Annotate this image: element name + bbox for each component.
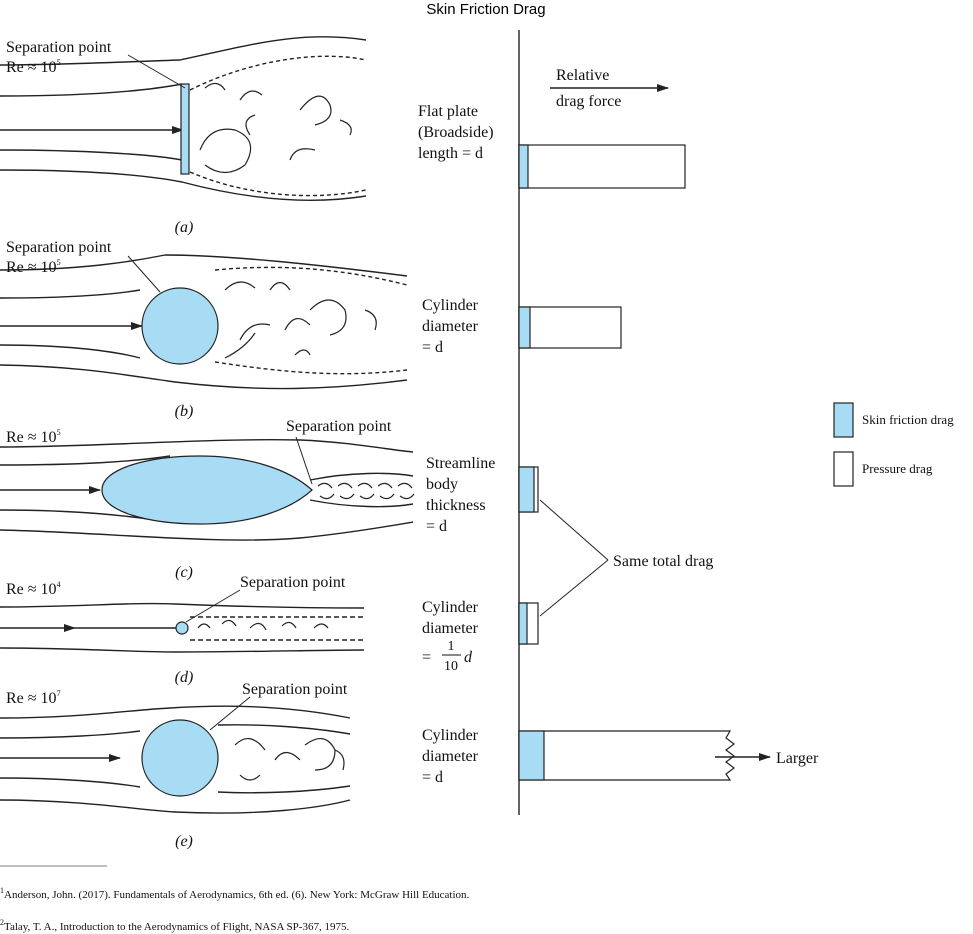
body-label-b-3: = d [422, 339, 443, 356]
skin-friction-bar-d [518, 602, 528, 645]
body-label-d-eq: = [422, 649, 431, 666]
same-total-leader-1 [539, 499, 609, 561]
panel-c-flow-diagram: Re ≈ 105 Separation point (c) [0, 418, 415, 581]
caption-b: (b) [175, 403, 194, 420]
panel-b-flow-diagram: Separation point Re ≈ 105 (b) [0, 239, 408, 420]
footnotes: 1Anderson, John. (2017). Fundamentals of… [0, 865, 470, 933]
separation-leader-d [185, 589, 241, 623]
separation-label-c: Separation point [286, 418, 392, 435]
body-label-d-1: Cylinder [422, 599, 479, 616]
axis-label-2: drag force [556, 93, 621, 110]
skin-friction-bar-a [518, 144, 529, 189]
panel-e-flow-diagram: Re ≈ 107 Separation point (e) [0, 681, 351, 850]
reynolds-label-a: Re ≈ 105 [6, 58, 61, 76]
figure-title: Skin Friction Drag [426, 1, 545, 18]
separation-label-d: Separation point [240, 574, 346, 591]
separation-label-e: Separation point [242, 681, 348, 698]
body-label-e-2: diameter [422, 748, 479, 765]
panel-a-flow-diagram: Separation point Re ≈ 105 (a) [0, 36, 367, 236]
body-label-d-num: 1 [448, 639, 455, 654]
caption-d: (d) [175, 669, 194, 686]
footnote-1: 1Anderson, John. (2017). Fundamentals of… [0, 886, 470, 901]
body-label-a-1: Flat plate [418, 103, 478, 120]
body-label-c-1: Streamline [426, 455, 495, 472]
legend: Skin friction drag Pressure drag [833, 402, 954, 487]
separation-leader-b [127, 255, 161, 293]
separation-leader-c [295, 436, 313, 485]
cylinder-shape-b [141, 287, 219, 365]
body-label-b-2: diameter [422, 318, 479, 335]
body-label-e-1: Cylinder [422, 727, 479, 744]
body-label-c-2: body [426, 476, 458, 493]
legend-label-skin: Skin friction drag [862, 412, 954, 427]
caption-a: (a) [175, 219, 194, 236]
separation-label-a: Separation point [6, 39, 112, 56]
caption-c: (c) [175, 564, 193, 581]
legend-swatch-skin [833, 402, 854, 438]
skin-friction-bar-b [518, 306, 531, 349]
legend-label-pressure: Pressure drag [862, 461, 933, 476]
cylinder-shape-e [141, 719, 219, 797]
skin-friction-bar-c [518, 466, 535, 513]
reynolds-label-e: Re ≈ 107 [6, 689, 61, 707]
body-label-a-3: length = d [418, 145, 483, 162]
separation-label-b: Separation point [6, 239, 112, 256]
reynolds-label-c: Re ≈ 105 [6, 428, 61, 446]
skin-friction-bar-e [518, 730, 545, 781]
body-label-d-den: 10 [444, 659, 458, 674]
body-label-d-2: diameter [422, 620, 479, 637]
body-label-e-3: = d [422, 769, 443, 786]
legend-swatch-pressure [833, 451, 854, 487]
axis-label-1: Relative [556, 67, 609, 84]
reynolds-label-d: Re ≈ 104 [6, 580, 61, 598]
drag-bar-chart: Relative drag force Larger Same total dr… [518, 30, 819, 815]
caption-e: (e) [175, 833, 193, 850]
panel-d-flow-diagram: Re ≈ 104 Separation point (d) [0, 574, 365, 686]
reynolds-label-b: Re ≈ 105 [6, 258, 61, 276]
separation-leader-e [209, 696, 251, 731]
separation-leader-a [127, 54, 186, 89]
small-cylinder-shape [175, 621, 189, 635]
footnote-2: 2Talay, T. A., Introduction to the Aerod… [0, 918, 349, 933]
pressure-drag-bar-a [518, 144, 686, 189]
body-labels: Flat plate (Broadside) length = d Cylind… [418, 103, 495, 786]
body-label-a-2: (Broadside) [418, 124, 494, 141]
body-label-c-4: = d [426, 518, 447, 535]
flat-plate-shape [180, 83, 190, 175]
pressure-drag-bar-b [518, 306, 622, 349]
same-total-label: Same total drag [613, 553, 713, 570]
body-label-b-1: Cylinder [422, 297, 479, 314]
body-label-c-3: thickness [426, 497, 486, 514]
pressure-drag-bar-e [518, 730, 735, 781]
streamline-body-shape [101, 455, 313, 525]
same-total-leader-2 [539, 559, 609, 617]
body-label-d-var: d [464, 649, 473, 666]
larger-label: Larger [776, 750, 819, 767]
